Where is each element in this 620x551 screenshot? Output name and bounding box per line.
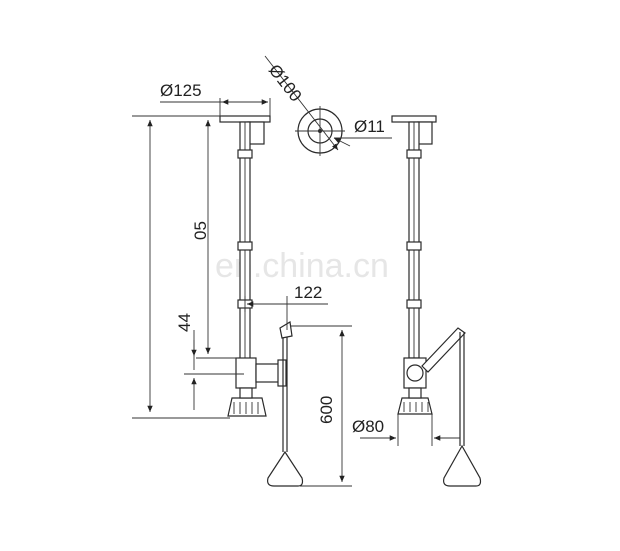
overall-height-dimension (132, 115, 230, 419)
dim-d80: Ø80 (352, 417, 384, 436)
dim-600-group: 600 (290, 325, 352, 487)
top-view-flange: Ø100 Ø11 (264, 55, 392, 156)
valve-handle-cap (277, 359, 287, 387)
dim-600: 600 (317, 396, 336, 424)
right-head-neck (408, 387, 422, 399)
dim-d11: Ø11 (354, 117, 385, 136)
dim-d80-group: Ø80 (352, 414, 460, 446)
right-ceiling-flange (391, 115, 437, 123)
dim-122: 122 (294, 283, 322, 302)
right-valve-knob (406, 364, 424, 382)
dim-d125: Ø125 (160, 81, 202, 100)
dim-05: 05 (191, 221, 210, 240)
right-flange-bracket (417, 121, 433, 145)
dim-d125-group: Ø125 (160, 81, 271, 116)
right-triangle-handle (443, 444, 482, 487)
ceiling-flange (219, 115, 271, 123)
dim-d100: Ø100 (265, 61, 306, 105)
left-shower-assembly (219, 115, 304, 487)
pull-rod-hinge (279, 321, 293, 339)
pipe-coupling-top (237, 149, 253, 159)
right-coupling-mid (406, 241, 422, 251)
pipe-coupling-mid (237, 241, 253, 251)
right-coupling-top (406, 149, 422, 159)
dim-05-group: 05 (191, 120, 238, 359)
shower-head-neck (239, 387, 253, 399)
right-shower-head (397, 397, 433, 415)
dim-44: 44 (175, 313, 194, 332)
dim-122-group: 122 (244, 283, 328, 330)
right-coupling-low (406, 299, 422, 309)
right-shower-assembly (391, 115, 482, 487)
dim-44-group: 44 (175, 313, 244, 410)
valve-body (235, 357, 257, 389)
valve-handle-stem (255, 363, 281, 383)
triangle-pull-handle (267, 450, 304, 487)
valve-lever-arm (421, 327, 466, 373)
